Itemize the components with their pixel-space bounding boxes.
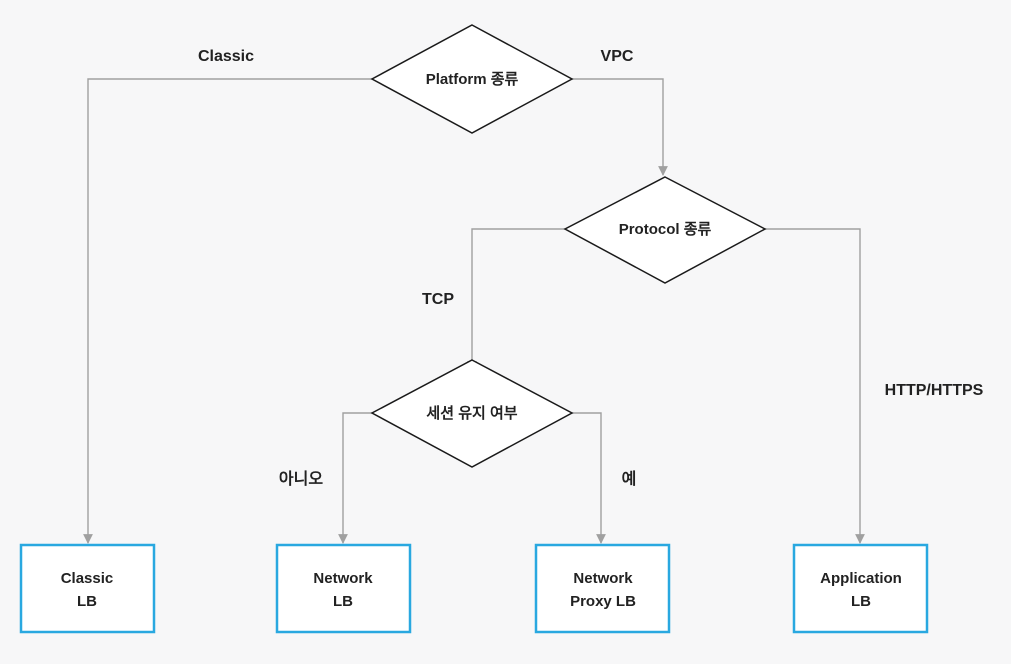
result-network-lb-box <box>275 543 412 634</box>
edge-label-classic: Classic <box>198 48 254 65</box>
result-network-proxy-lb: Network Proxy LB <box>534 543 671 634</box>
decision-protocol: Protocol 종류 <box>563 176 767 284</box>
result-network-proxy-lb-line1: Network <box>573 570 633 587</box>
edge-label-yes: 예 <box>622 470 637 488</box>
edge-label-tcp: TCP <box>422 291 454 308</box>
connector-protocol-to-application-lb <box>765 228 865 544</box>
connector-platform-to-protocol <box>572 78 668 176</box>
connector-protocol-to-session <box>467 228 565 371</box>
result-network-proxy-lb-box <box>534 543 671 634</box>
result-application-lb: Application LB <box>792 543 929 634</box>
result-classic-lb-line2: LB <box>77 593 97 610</box>
edge-label-no: 아니오 <box>279 470 323 488</box>
result-network-lb-line1: Network <box>313 570 373 587</box>
connectors <box>83 78 865 544</box>
decision-session: 세션 유지 여부 <box>370 359 574 468</box>
connector-platform-to-classic-lb <box>83 78 372 544</box>
result-application-lb-line1: Application <box>820 570 902 587</box>
decision-platform-label: Platform 종류 <box>426 71 519 88</box>
result-classic-lb-line1: Classic <box>61 570 114 587</box>
result-network-lb-line2: LB <box>333 593 353 610</box>
connector-session-to-network-proxy-lb <box>572 412 606 544</box>
result-application-lb-line2: LB <box>851 593 871 610</box>
result-network-proxy-lb-line2: Proxy LB <box>570 593 636 610</box>
decision-session-shape <box>370 359 574 468</box>
decision-platform-shape <box>370 24 574 134</box>
decision-session-label: 세션 유지 여부 <box>426 405 517 422</box>
decision-protocol-shape <box>563 176 767 284</box>
edge-label-http-https: HTTP/HTTPS <box>885 382 984 399</box>
connector-session-to-network-lb <box>338 412 372 544</box>
edge-label-vpc: VPC <box>601 48 634 65</box>
result-classic-lb: Classic LB <box>19 543 156 634</box>
decision-protocol-label: Protocol 종류 <box>619 221 712 238</box>
result-application-lb-box <box>792 543 929 634</box>
decision-platform: Platform 종류 <box>370 24 574 134</box>
result-network-lb: Network LB <box>275 543 412 634</box>
result-classic-lb-box <box>19 543 156 634</box>
